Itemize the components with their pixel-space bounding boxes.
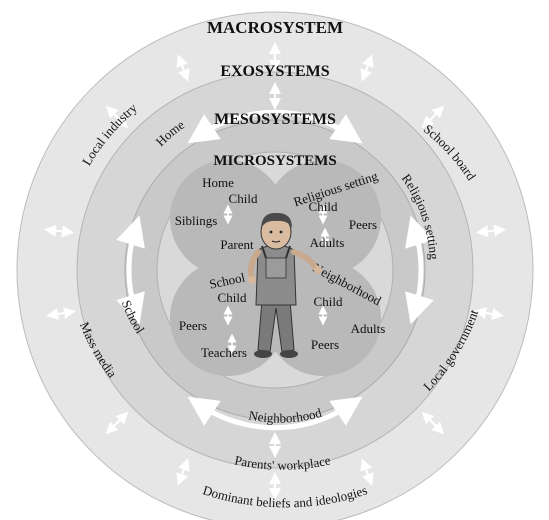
home-circle-siblings: Siblings <box>175 213 218 228</box>
school-circle-teachers: Teachers <box>201 345 247 360</box>
neighborhood-circle-adults: Adults <box>351 321 386 336</box>
religious-circle-peers: Peers <box>349 217 377 232</box>
religious-circle-child: Child <box>309 199 338 214</box>
school-circle-child: Child <box>218 290 247 305</box>
home-circle-title: Home <box>202 175 234 190</box>
home-circle-parent: Parent <box>220 237 254 252</box>
neighborhood-circle-peers: Peers <box>311 337 339 352</box>
microsystems-heading: MICROSYSTEMS <box>213 153 336 169</box>
mesosystems-heading: MESOSYSTEMS <box>214 111 336 128</box>
home-circle-child: Child <box>229 191 258 206</box>
neighborhood-circle-child: Child <box>314 294 343 309</box>
macrosystem-heading: MACROSYSTEM <box>207 18 343 37</box>
school-circle-peers: Peers <box>179 318 207 333</box>
religious-circle-adults: Adults <box>310 235 345 250</box>
exosystems-heading: EXOSYSTEMS <box>220 63 329 80</box>
